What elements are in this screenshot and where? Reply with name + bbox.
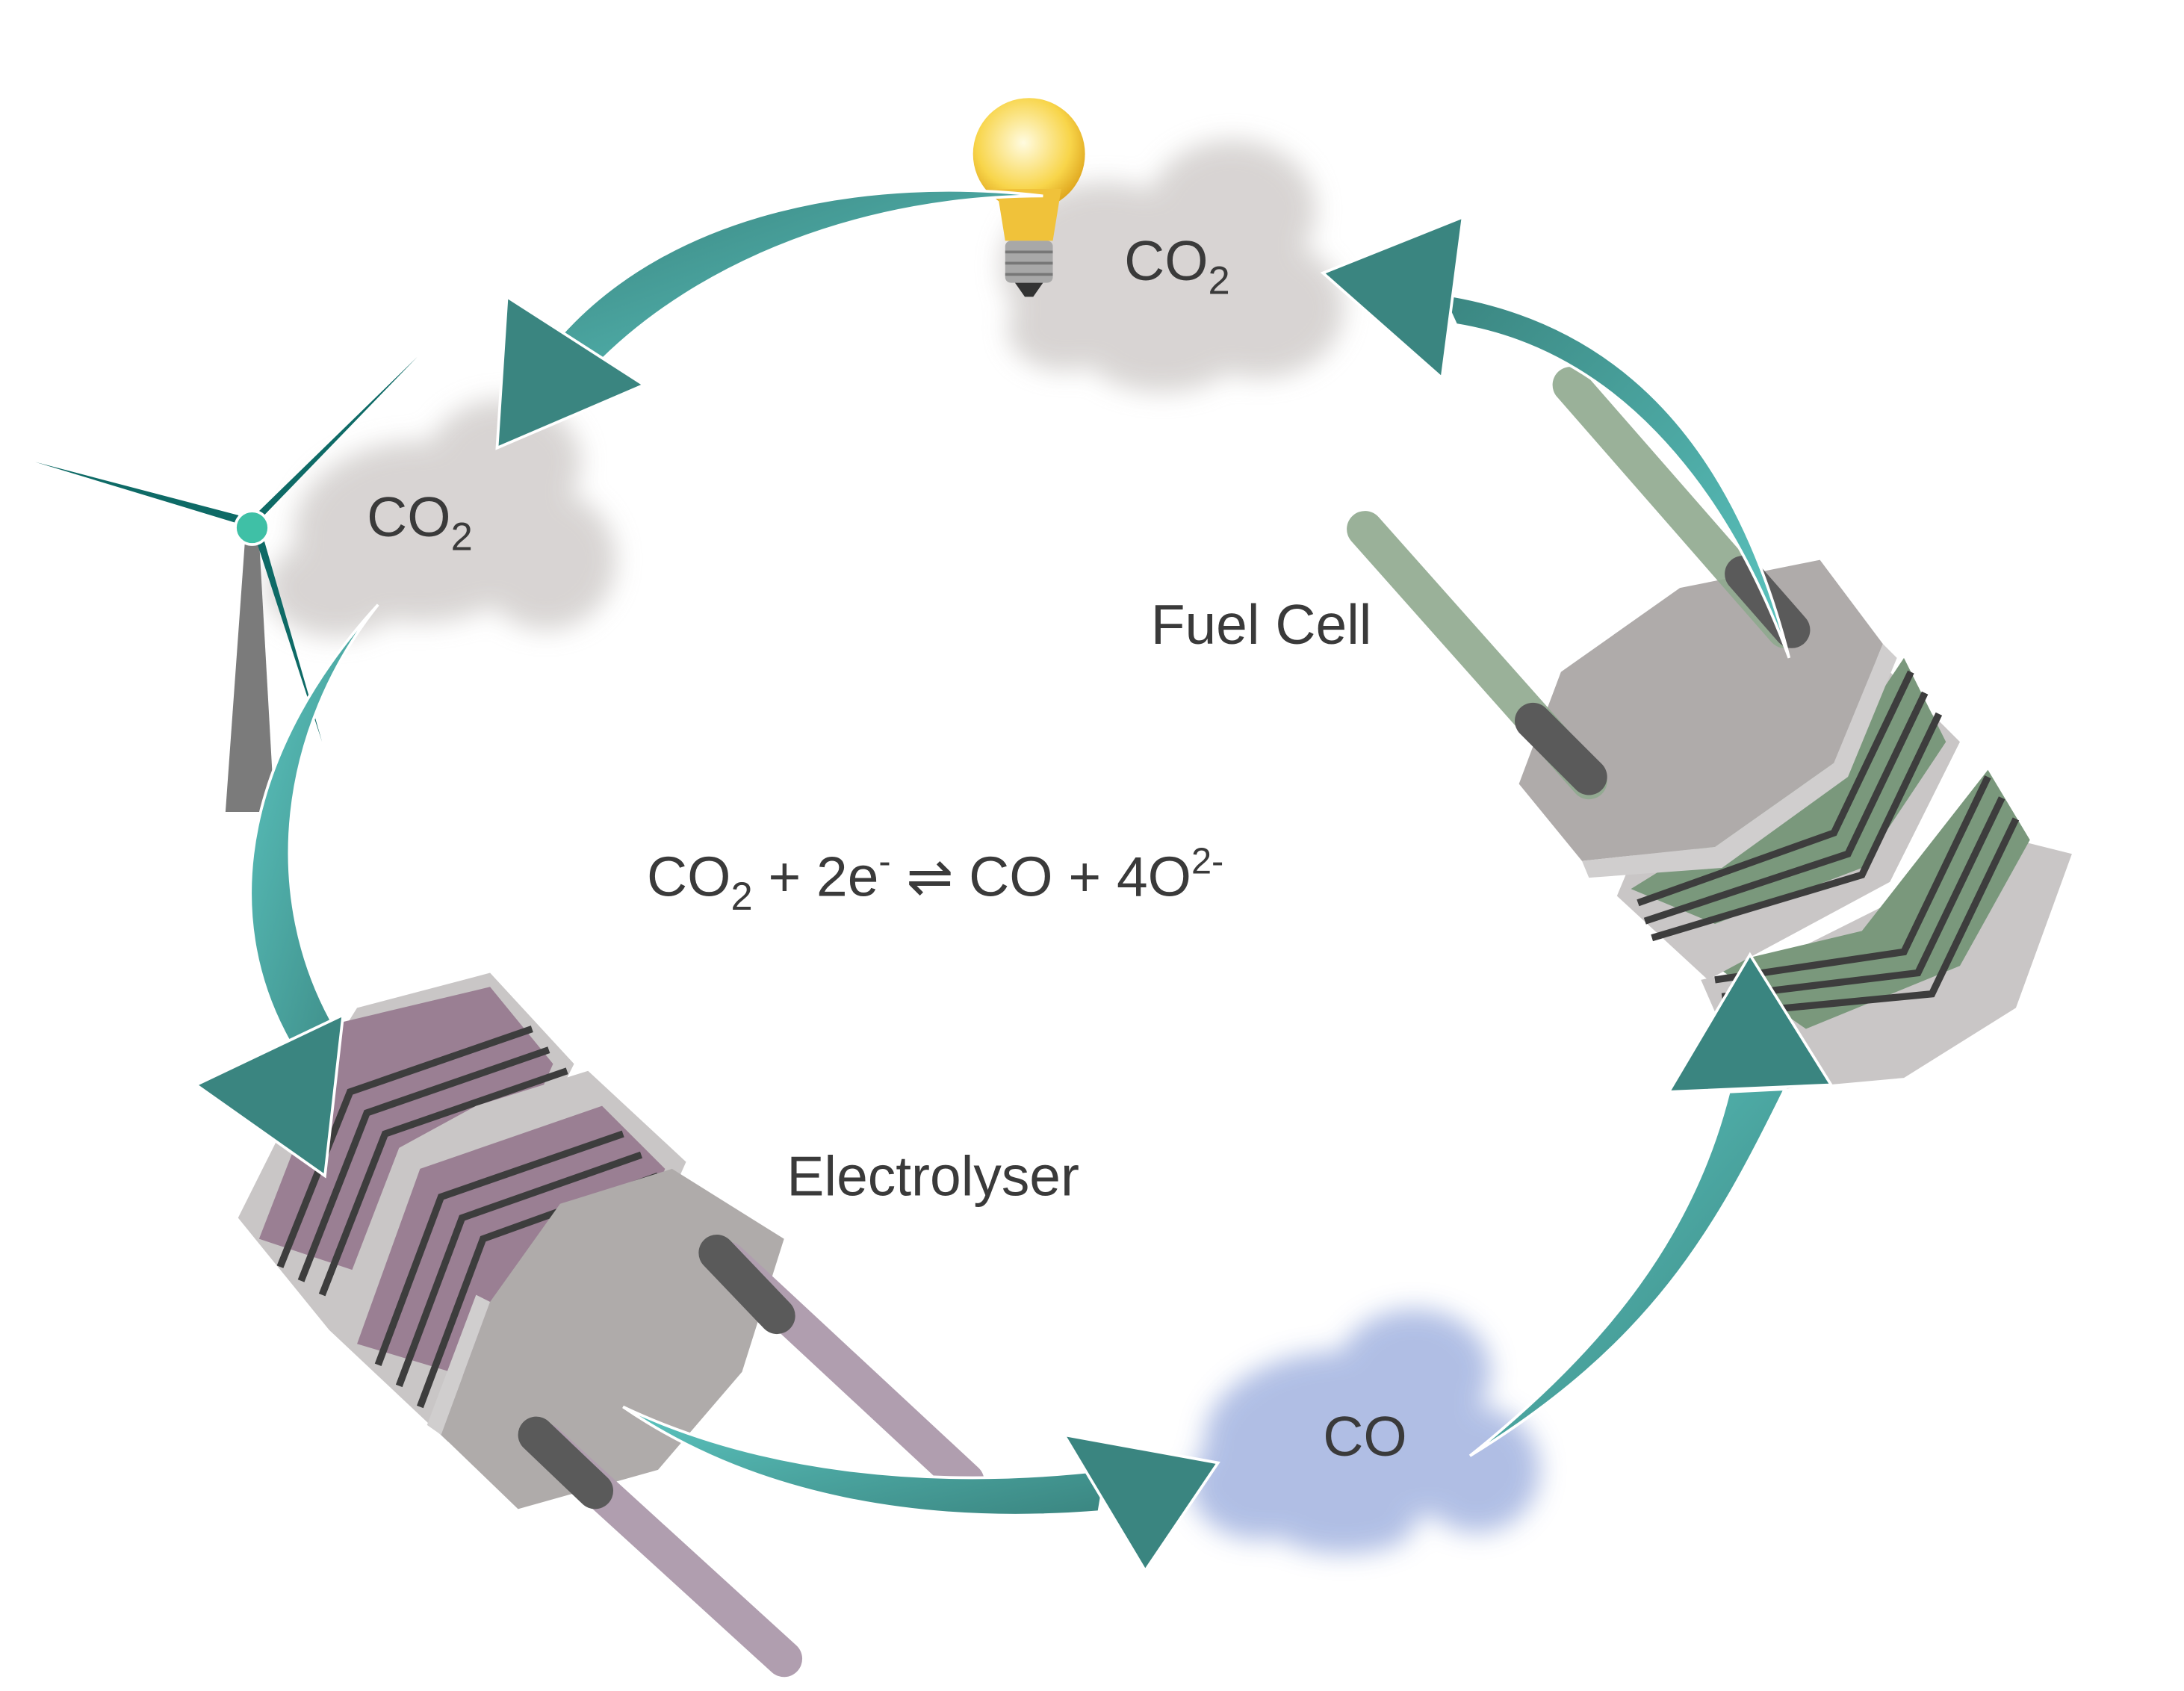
arrow-electrolyser-to-co xyxy=(622,1405,1108,1517)
arrow-turbine-to-electrolyser xyxy=(249,604,379,1052)
co2-left-label: CO2 xyxy=(367,485,473,559)
co2-top-label: CO2 xyxy=(1124,229,1230,303)
arrowhead-right-bottom xyxy=(1666,952,1834,1093)
electrolyser-stack xyxy=(238,972,984,1678)
reaction-equation: CO2 + 2e- ⇌ CO + 4O2- xyxy=(647,841,1223,919)
fuel-cell-label: Fuel Cell xyxy=(1151,593,1372,656)
fuel-cell-stack xyxy=(1347,367,2072,1092)
arrowhead-bottom xyxy=(1061,1433,1220,1574)
co2-cloud-left xyxy=(266,399,616,637)
electrolyser-label: Electrolyser xyxy=(787,1145,1079,1208)
cycle-arrows xyxy=(193,188,1834,1574)
arrowhead-top-left xyxy=(495,294,648,450)
arrow-bulb-to-turbine xyxy=(558,188,1043,369)
arrowhead-left xyxy=(193,1012,345,1179)
arrowhead-top-right xyxy=(1320,214,1465,381)
light-bulb-icon xyxy=(972,98,1085,297)
co-cloud xyxy=(1190,1309,1540,1554)
co2-cloud-top xyxy=(1001,140,1344,392)
co-label: CO xyxy=(1323,1405,1406,1468)
arrow-co-to-fuel-cell xyxy=(1468,1087,1787,1457)
